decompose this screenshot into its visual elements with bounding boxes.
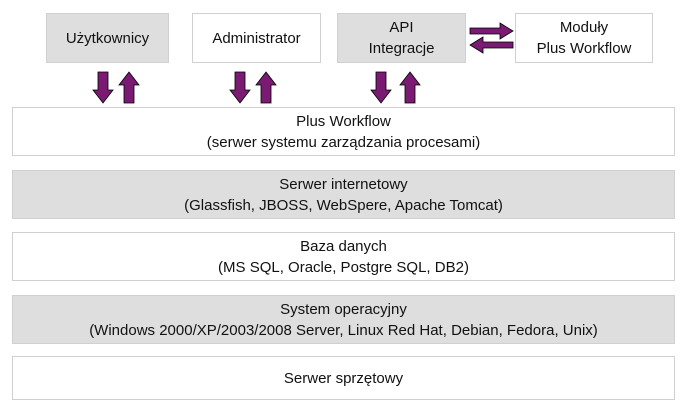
- arrow-down-api: [370, 71, 392, 104]
- layer-plus-workflow: Plus Workflow (serwer systemu zarządzani…: [12, 107, 675, 156]
- box-uzytkownicy: Użytkownicy: [46, 13, 169, 63]
- arrow-down-administrator: [229, 71, 251, 104]
- arrow-up-administrator: [255, 71, 277, 104]
- layer-title: Serwer internetowy: [279, 175, 408, 193]
- box-label: Administrator: [212, 29, 301, 47]
- layer-baza-danych: Baza danych (MS SQL, Oracle, Postgre SQL…: [12, 232, 675, 281]
- layer-system-operacyjny: System operacyjny (Windows 2000/XP/2003/…: [12, 295, 675, 344]
- box-api-integracje: API Integracje: [337, 13, 466, 63]
- layer-title: Baza danych: [300, 237, 387, 255]
- arrow-down-uzytkownicy: [92, 71, 114, 104]
- layer-subtitle: (MS SQL, Oracle, Postgre SQL, DB2): [218, 258, 469, 276]
- box-label-line2: Plus Workflow: [536, 40, 632, 57]
- arrow-up-uzytkownicy: [118, 71, 140, 104]
- arrow-up-api: [399, 71, 421, 104]
- box-label-line1: Moduły: [559, 19, 609, 36]
- layer-subtitle: (Glassfish, JBOSS, WebSpere, Apache Tomc…: [184, 196, 503, 214]
- box-moduly-plus-workflow: Moduły Plus Workflow: [515, 13, 653, 63]
- box-label-line1: API: [389, 19, 414, 36]
- box-label-line2: Integracje: [368, 40, 435, 57]
- layer-title: Plus Workflow: [296, 112, 391, 130]
- layer-serwer-internetowy: Serwer internetowy (Glassfish, JBOSS, We…: [12, 170, 675, 219]
- arrow-right-api-to-moduly: [469, 22, 514, 40]
- box-administrator: Administrator: [192, 13, 321, 63]
- layer-title: System operacyjny: [280, 300, 407, 318]
- box-label: Użytkownicy: [65, 29, 150, 47]
- layer-title: Serwer sprzętowy: [283, 369, 404, 387]
- layer-subtitle: (serwer systemu zarządzania procesami): [206, 133, 481, 151]
- arrow-left-moduly-to-api: [469, 36, 514, 54]
- layer-subtitle: (Windows 2000/XP/2003/2008 Server, Linux…: [89, 321, 598, 339]
- layer-serwer-sprzetowy: Serwer sprzętowy: [12, 356, 675, 400]
